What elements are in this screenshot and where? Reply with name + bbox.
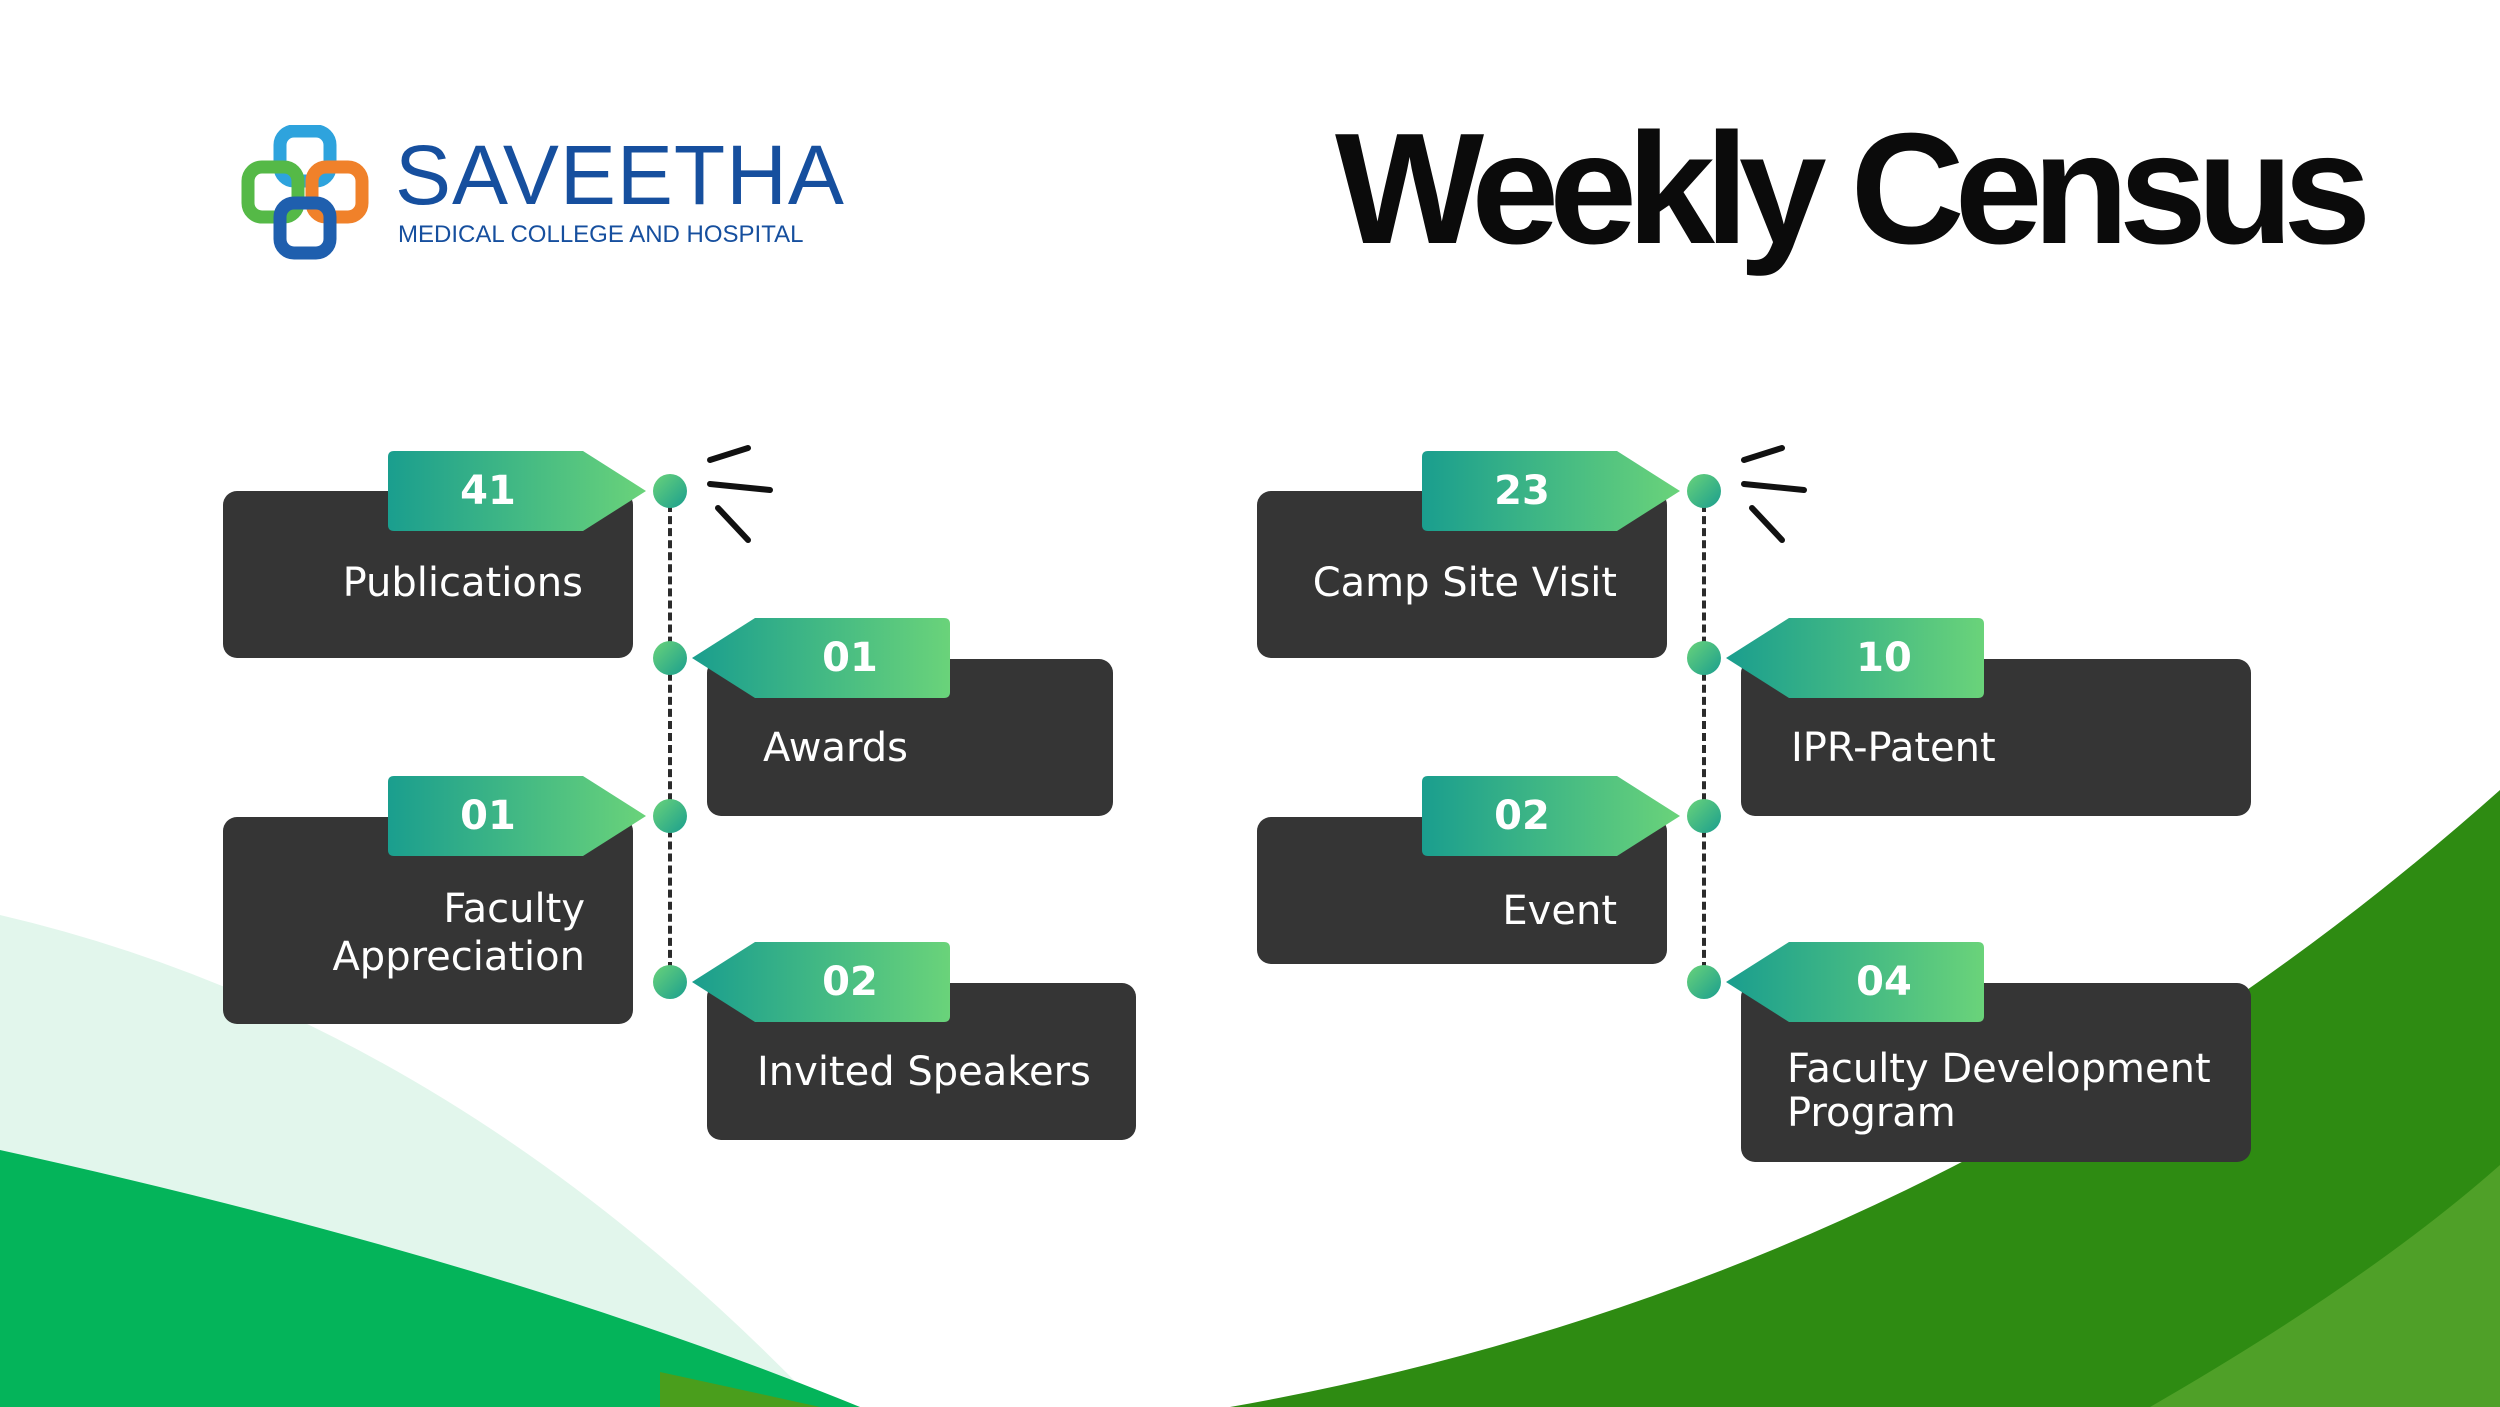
stat-value-tag: 04	[1726, 942, 1984, 1022]
stat-value: 10	[1856, 635, 1912, 681]
stat-value-tag: 23	[1422, 451, 1680, 531]
spark-decoration-icon	[707, 445, 773, 543]
timeline-dot	[1687, 641, 1721, 675]
interlocking-squares-logo-icon	[241, 125, 369, 260]
stat-value-tag: 02	[1422, 776, 1680, 856]
timeline-dot	[1687, 965, 1721, 999]
stat-value: 01	[460, 793, 516, 839]
brand-tagline: MEDICAL COLLEGE AND HOSPITAL	[398, 221, 804, 248]
brand-logo: SAVEETHA MEDICAL COLLEGE AND HOSPITAL	[240, 125, 844, 265]
stat-label: Awards	[763, 725, 908, 771]
timeline-dot	[653, 641, 687, 675]
stat-label-line-1: Faculty Development	[1787, 1046, 2211, 1092]
stat-label-line-2: Program	[1787, 1090, 1956, 1136]
timeline-dot	[653, 965, 687, 999]
timeline-line	[1702, 492, 1706, 982]
stat-label: Invited Speakers	[757, 1049, 1091, 1095]
stat-value: 02	[1494, 793, 1550, 839]
timeline-dot	[1687, 474, 1721, 508]
timeline-dot	[653, 799, 687, 833]
stat-value: 41	[460, 468, 516, 514]
stat-value-tag: 41	[388, 451, 646, 531]
stat-value: 04	[1856, 959, 1912, 1005]
spark-decoration-icon	[1741, 445, 1807, 543]
stat-label: Event	[1502, 888, 1617, 934]
stat-label-line-1: Faculty	[443, 886, 585, 932]
stat-value-tag: 01	[388, 776, 646, 856]
stat-value-tag: 10	[1726, 618, 1984, 698]
stat-value: 01	[822, 635, 878, 681]
stat-label: Publications	[342, 560, 583, 606]
stat-value-tag: 01	[692, 618, 950, 698]
stat-value: 23	[1494, 468, 1550, 514]
timeline-dot	[653, 474, 687, 508]
stat-label-line-2: Appreciation	[332, 934, 585, 980]
timeline-dot	[1687, 799, 1721, 833]
stat-label: Camp Site Visit	[1312, 560, 1617, 606]
stat-value-tag: 02	[692, 942, 950, 1022]
timeline-line	[668, 492, 672, 982]
page-title: Weekly Census	[1335, 101, 2371, 277]
stat-value: 02	[822, 959, 878, 1005]
brand-name: SAVEETHA	[395, 128, 845, 222]
stat-label: IPR-Patent	[1791, 725, 1996, 771]
